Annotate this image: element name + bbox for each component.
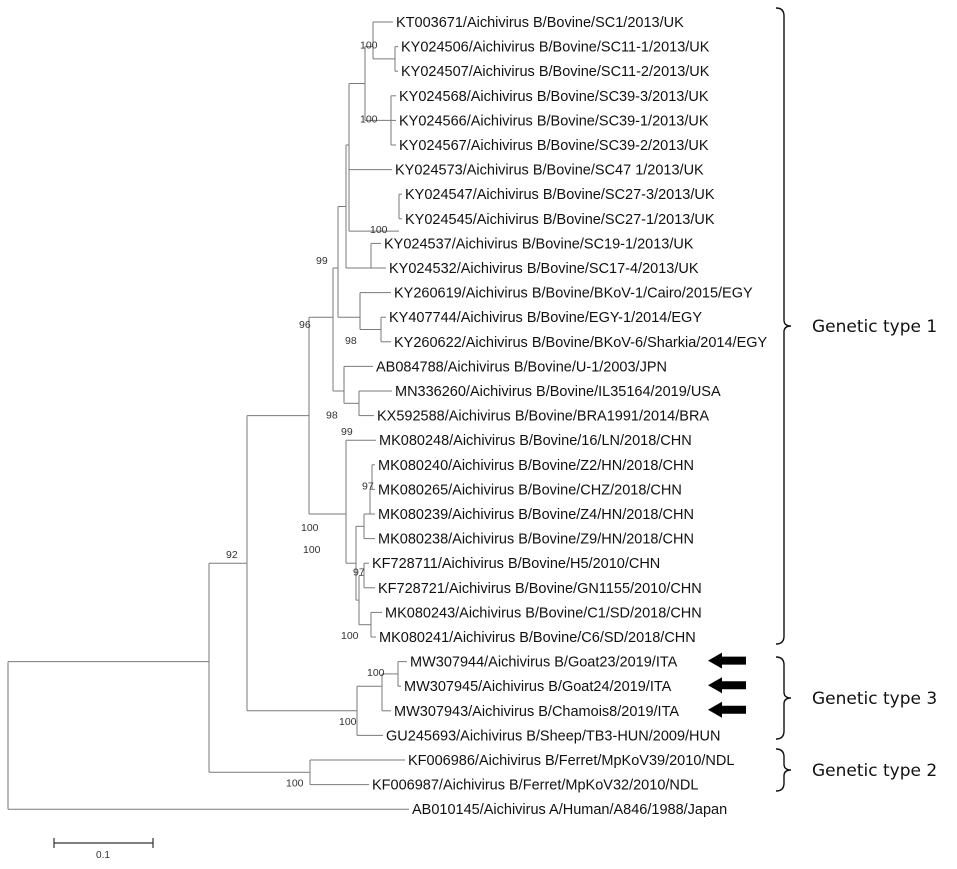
bootstrap-value: 100: [370, 224, 388, 236]
bootstrap-value: 98: [345, 335, 357, 347]
leaf-label: MK080241/Aichivirus B/Bovine/C6/SD/2018/…: [379, 630, 696, 646]
bootstrap-value: 100: [360, 113, 378, 125]
bootstrap-value: 100: [339, 716, 357, 728]
leaf-label: KF728711/Aichivirus B/Bovine/H5/2010/CHN: [372, 556, 660, 572]
bootstrap-value: 100: [301, 522, 319, 534]
bootstrap-value: 97: [353, 567, 365, 579]
leaf-label: MK080240/Aichivirus B/Bovine/Z2/HN/2018/…: [378, 458, 694, 474]
leaf-label: MW307944/Aichivirus B/Goat23/2019/ITA: [410, 655, 678, 671]
leaf-label: KY024532/Aichivirus B/Bovine/SC17-4/2013…: [389, 261, 699, 277]
brace-genetic-type-3: [775, 656, 792, 740]
leaf-label: KY260622/Aichivirus B/Bovine/BKoV-6/Shar…: [394, 335, 768, 351]
bootstrap-value: 97: [362, 480, 374, 492]
bootstrap-value: 100: [360, 40, 378, 52]
leaf-label: KY024545/Aichivirus B/Bovine/SC27-1/2013…: [405, 212, 715, 228]
leaf-label: KY024566/Aichivirus B/Bovine/SC39-1/2013…: [399, 113, 709, 129]
bootstrap-value: 100: [341, 630, 359, 642]
arrow-left-icon: [708, 677, 746, 694]
leaf-label: KY407744/Aichivirus B/Bovine/EGY-1/2014/…: [389, 310, 702, 326]
group-braces: [775, 7, 792, 792]
leaf-label: KY024537/Aichivirus B/Bovine/SC19-1/2013…: [384, 236, 694, 252]
leaf-label: KX592588/Aichivirus B/Bovine/BRA1991/201…: [377, 409, 709, 425]
leaf-label: MK080239/Aichivirus B/Bovine/Z4/HN/2018/…: [378, 507, 694, 523]
leaf-label: KT003671/Aichivirus B/Bovine/SC1/2013/UK: [396, 15, 684, 31]
leaf-label: KY024507/Aichivirus B/Bovine/SC11-2/2013…: [401, 64, 710, 80]
leaf-labels: KT003671/Aichivirus B/Bovine/SC1/2013/UK…: [372, 15, 768, 818]
group-label: Genetic type 1: [812, 317, 937, 337]
brace-genetic-type-2: [775, 748, 792, 792]
leaf-label: MW307945/Aichivirus B/Goat24/2019/ITA: [404, 679, 672, 695]
leaf-label: MN336260/Aichivirus B/Bovine/IL35164/201…: [395, 384, 721, 400]
leaf-label: GU245693/Aichivirus B/Sheep/TB3-HUN/2009…: [386, 728, 720, 744]
bootstrap-values: 1001001009996989899100971009710092100100…: [226, 40, 388, 790]
leaf-label: AB010145/Aichivirus A/Human/A846/1988/Ja…: [412, 802, 727, 818]
bootstrap-value: 92: [226, 549, 238, 561]
bootstrap-value: 100: [367, 667, 385, 679]
arrow-left-icon: [708, 652, 746, 669]
leaf-label: KF728721/Aichivirus B/Bovine/GN1155/2010…: [378, 581, 702, 597]
leaf-label: KY024573/Aichivirus B/Bovine/SC47 1/2013…: [395, 163, 704, 179]
leaf-label: KY024567/Aichivirus B/Bovine/SC39-2/2013…: [399, 138, 709, 154]
bootstrap-value: 100: [303, 544, 321, 556]
leaf-label: KY260619/Aichivirus B/Bovine/BKoV-1/Cair…: [394, 286, 753, 302]
leaf-label: KY024506/Aichivirus B/Bovine/SC11-1/2013…: [401, 40, 710, 56]
leaf-label: KY024568/Aichivirus B/Bovine/SC39-3/2013…: [399, 89, 709, 105]
leaf-label: AB084788/Aichivirus B/Bovine/U-1/2003/JP…: [376, 359, 667, 375]
brace-genetic-type-1: [775, 7, 792, 645]
leaf-label: MW307943/Aichivirus B/Chamois8/2019/ITA: [394, 704, 679, 720]
group-label: Genetic type 3: [812, 689, 937, 709]
bootstrap-value: 99: [316, 255, 328, 267]
bootstrap-value: 98: [326, 410, 338, 422]
scale-bar-label: 0.1: [96, 850, 110, 861]
leaf-label: KY024547/Aichivirus B/Bovine/SC27-3/2013…: [405, 187, 715, 203]
leaf-label: KF006986/Aichivirus B/Ferret/MpKoV39/201…: [408, 753, 734, 769]
bootstrap-value: 96: [299, 319, 311, 331]
bootstrap-value: 99: [341, 426, 353, 438]
tree-branches: [7, 21, 409, 810]
leaf-label: MK080248/Aichivirus B/Bovine/16/LN/2018/…: [379, 433, 692, 449]
leaf-label: KF006987/Aichivirus B/Ferret/MpKoV32/201…: [372, 778, 698, 794]
arrow-left-icon: [708, 701, 746, 718]
leaf-label: MK080265/Aichivirus B/Bovine/CHZ/2018/CH…: [378, 482, 682, 498]
scale-bar: 0.1: [53, 838, 154, 861]
group-label: Genetic type 2: [812, 761, 937, 781]
leaf-label: MK080243/Aichivirus B/Bovine/C1/SD/2018/…: [385, 605, 702, 621]
group-labels: Genetic type 1 Genetic type 3 Genetic type…: [812, 317, 937, 781]
bootstrap-value: 100: [286, 778, 304, 790]
leaf-label: MK080238/Aichivirus B/Bovine/Z9/HN/2018/…: [378, 532, 694, 548]
highlight-arrows: [708, 652, 746, 718]
